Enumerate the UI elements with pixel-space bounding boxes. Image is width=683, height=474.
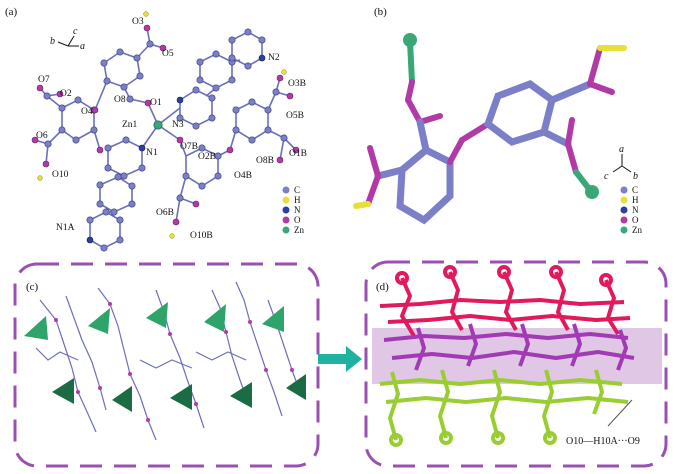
legend-swatch-zn <box>620 226 628 234</box>
atom-label: O1 <box>150 98 162 108</box>
legend-label: H <box>294 195 301 205</box>
panel-c-tag: (c) <box>26 281 39 293</box>
legend-label: O <box>294 215 301 225</box>
panel-a-atom-labels: O3 O5 N2 O3B O7 O2 O8 O1 O4 O5B Zn1 N3 O… <box>36 17 307 241</box>
panel-d-frame <box>364 260 668 468</box>
atom-label: N2 <box>268 53 280 63</box>
atom-label: O10 <box>52 170 69 180</box>
atom-label: O5 <box>162 49 174 59</box>
atom-label: N3 <box>172 120 184 130</box>
axis-label-a: a <box>80 41 85 52</box>
legend-swatch-h <box>620 196 628 204</box>
legend-label: O <box>632 215 639 225</box>
legend-swatch-n <box>620 206 628 214</box>
panel-b-legend: C H N O Zn <box>620 185 642 235</box>
atom-label: Zn1 <box>122 120 138 130</box>
panel-b: (b) <box>353 6 642 235</box>
atom-label: O8 <box>114 95 126 105</box>
legend-swatch-c <box>620 186 628 194</box>
atom-label: O2 <box>60 89 72 99</box>
panel-a: (a) b c a <box>5 6 307 252</box>
axis-label-b: b <box>50 36 55 47</box>
panel-b-atoms <box>403 33 599 199</box>
legend-swatch-o <box>620 216 628 224</box>
panel-c-frame <box>13 262 320 468</box>
panel-a-tag: (a) <box>5 6 18 18</box>
panel-c-oxygens <box>54 302 294 422</box>
atom-label: O10B <box>190 231 213 241</box>
panel-a-legend: C H N O Zn <box>282 185 304 235</box>
panel-arrow <box>318 346 362 372</box>
hbond-leader-line <box>607 399 633 427</box>
axis-label-c: c <box>604 171 609 182</box>
panel-c-chains <box>35 281 301 441</box>
atom-label: O6B <box>156 208 174 218</box>
panel-a-axis-triad <box>57 35 79 47</box>
panel-c-zn-polyhedra <box>24 302 306 412</box>
legend-swatch-o <box>282 216 290 224</box>
atom-label: O7B <box>180 142 198 152</box>
atom-label: O3B <box>288 79 306 89</box>
panel-b-bonds <box>353 39 627 225</box>
panel-d-layer-bottom <box>379 369 629 447</box>
atom-label: O5B <box>286 111 304 121</box>
panel-c: (c) <box>13 262 320 468</box>
atom-label: O4B <box>234 171 252 181</box>
atom-label: O1B <box>289 149 307 159</box>
atom-label: O7 <box>38 75 50 85</box>
panel-d-layer-mid <box>383 323 635 371</box>
atom-label: O3 <box>132 17 144 27</box>
legend-label: N <box>294 205 301 215</box>
legend-swatch-h <box>282 196 290 204</box>
legend-label: Zn <box>294 225 304 235</box>
atom-label: N1 <box>146 148 158 158</box>
legend-label: C <box>294 185 300 195</box>
panel-d-layer-top <box>379 265 631 338</box>
panel-d-tag: (d) <box>376 281 389 293</box>
atom-label: N1A <box>56 223 75 233</box>
panel-a-atoms <box>31 11 300 252</box>
panel-b-tag: (b) <box>374 6 387 18</box>
atom-label: O2B <box>198 152 216 162</box>
axis-label-c: c <box>73 26 78 37</box>
legend-label: H <box>632 195 639 205</box>
legend-label: Zn <box>632 225 642 235</box>
panel-b-axis-triad <box>612 154 632 173</box>
atom-label: O4 <box>81 107 93 117</box>
legend-label: N <box>632 205 639 215</box>
atom-label: O8B <box>256 156 274 166</box>
atom-label: O6 <box>36 131 48 141</box>
axis-label-b: b <box>633 171 638 182</box>
legend-swatch-zn <box>282 226 290 234</box>
axis-label-a: a <box>619 144 624 155</box>
legend-label: C <box>632 185 638 195</box>
panel-d: (d) <box>364 260 668 468</box>
legend-swatch-n <box>282 206 290 214</box>
legend-swatch-c <box>282 186 290 194</box>
hbond-label: O10—H10A···O9 <box>566 436 640 447</box>
